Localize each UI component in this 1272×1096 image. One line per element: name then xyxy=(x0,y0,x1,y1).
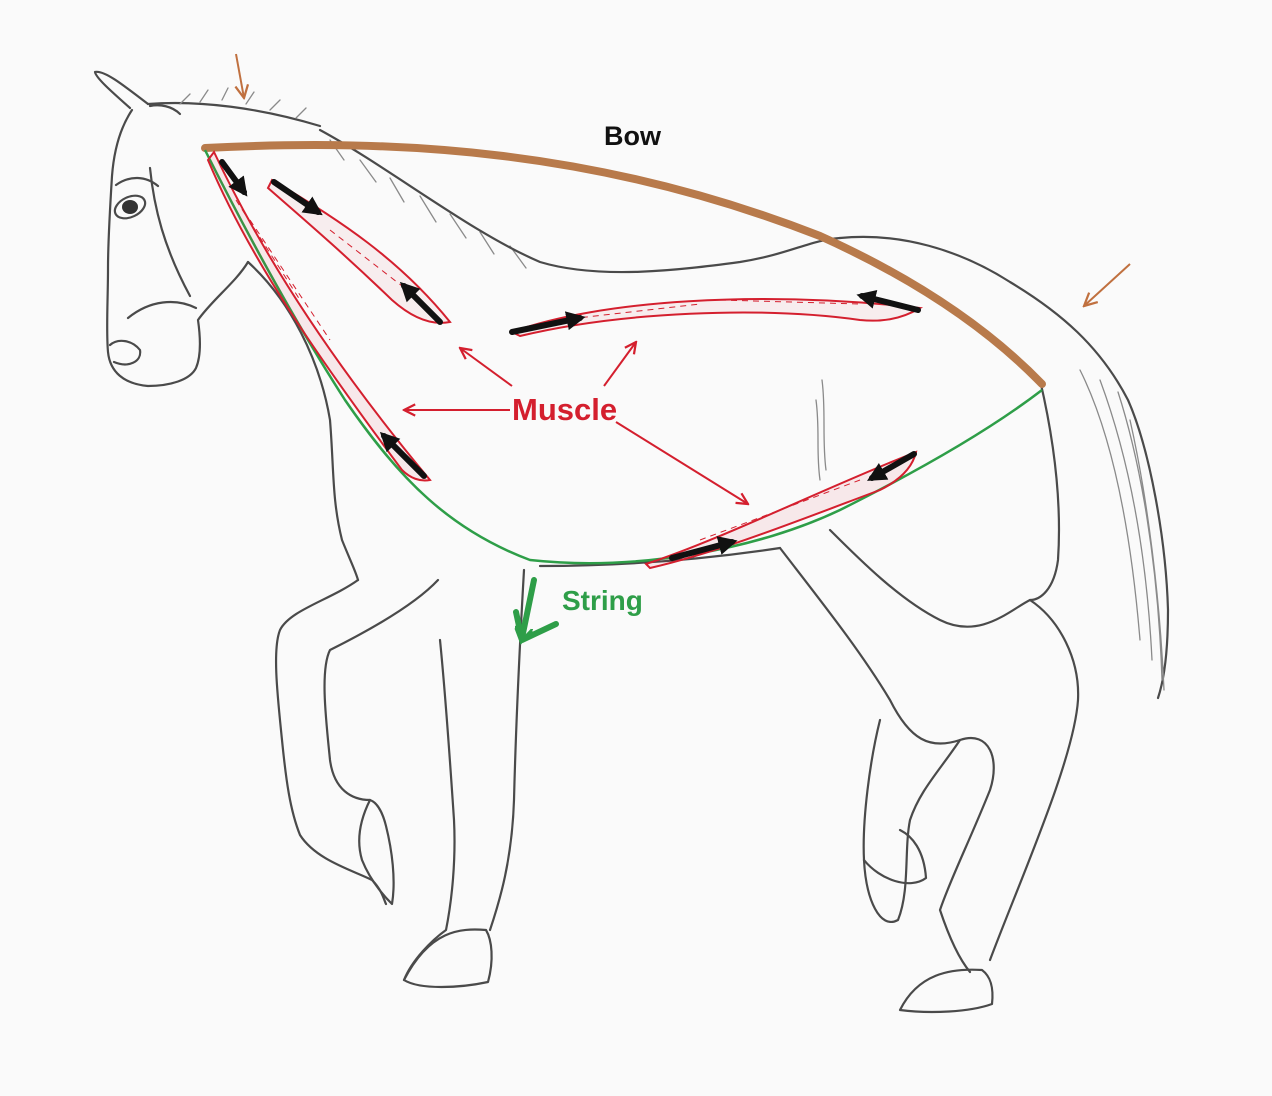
horse-chest xyxy=(246,260,360,582)
force-arrow xyxy=(856,289,921,313)
horse-front-hoof-standing xyxy=(402,928,493,989)
horse-crest xyxy=(146,101,322,128)
muscle-pointer-arrow xyxy=(615,421,748,504)
muscle-band-back xyxy=(509,298,924,338)
muscle-band-neck-underside xyxy=(206,150,432,482)
horse-eye-pupil xyxy=(122,200,138,214)
horse-muzzle xyxy=(108,339,142,366)
force-arrow xyxy=(669,536,738,561)
horse-rear-hoof xyxy=(898,968,994,1014)
force-arrow xyxy=(379,431,427,479)
bow-label: Bow xyxy=(604,121,661,151)
force-arrows xyxy=(219,159,921,561)
horse-ear xyxy=(93,70,150,110)
pressure-arrow-croup xyxy=(1084,263,1131,306)
force-arrow xyxy=(509,311,586,335)
horse-cheek xyxy=(148,166,192,298)
force-arrow xyxy=(271,179,323,216)
horse-rear-leg-back xyxy=(778,546,995,974)
pressure-arrow-poll xyxy=(236,53,244,98)
force-arrow xyxy=(219,159,248,197)
horse-front-hoof-raised xyxy=(358,798,395,906)
horse-tail xyxy=(838,235,1170,700)
force-arrow xyxy=(866,451,917,481)
muscle-pointer-arrow xyxy=(603,342,636,387)
muscle-label: Muscle xyxy=(512,392,618,427)
horse-front-leg-standing xyxy=(402,638,456,982)
muscle-pointer-arrow xyxy=(460,348,513,387)
horse-flank-detail xyxy=(815,379,827,481)
horse-brow xyxy=(114,176,160,188)
muscle-fibres xyxy=(235,199,861,541)
horse-sketch xyxy=(93,70,1170,1014)
pressure-arrows xyxy=(236,53,1131,306)
horse-mane xyxy=(179,87,527,269)
string-label: String xyxy=(562,585,643,616)
muscle-bands xyxy=(206,150,924,570)
horse-ear xyxy=(148,104,182,116)
horse-front-leg-raised-inner xyxy=(323,578,440,802)
muscle-pointer-arrows xyxy=(404,342,748,504)
bow-curve xyxy=(201,141,1046,388)
horse-tail-strands xyxy=(1079,369,1165,691)
horse-rear-leg-bent xyxy=(862,718,962,923)
horse-head xyxy=(106,108,250,388)
horse-eye xyxy=(113,194,147,220)
string-down-arrow-head xyxy=(513,609,559,643)
force-arrow xyxy=(399,281,443,325)
horse-neck-top xyxy=(318,128,842,274)
horse-rear-hoof-bent xyxy=(862,828,928,885)
horse-jaw xyxy=(126,301,198,320)
horse-belly xyxy=(538,546,782,568)
horse-haunch xyxy=(1028,378,1061,602)
horse-rear-leg-front xyxy=(828,528,1080,962)
